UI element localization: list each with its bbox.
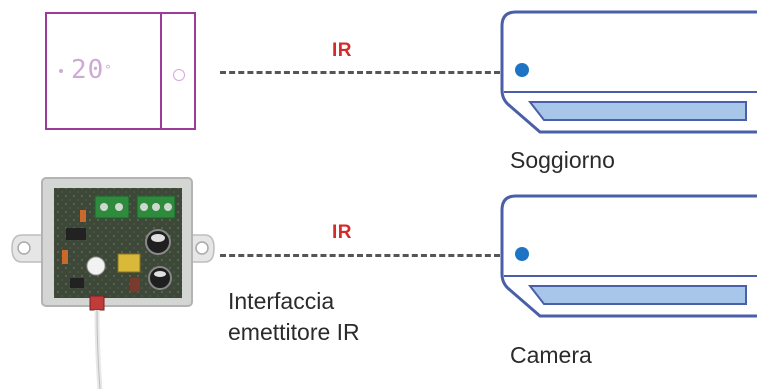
- ir-label-top: IR: [332, 40, 352, 61]
- air-conditioner-icon-soggiorno: [500, 10, 757, 134]
- module-label: Interfaccia emettitore IR: [228, 286, 360, 348]
- module-label-line2: emettitore IR: [228, 319, 360, 346]
- ir-dashed-link-top: [220, 71, 500, 74]
- ir-emitter-module-icon: [11, 177, 215, 389]
- ir-dashed-link-bottom: [220, 254, 500, 257]
- temperature-readout: 20: [71, 55, 105, 85]
- thermostat-divider: [160, 14, 162, 128]
- degree-symbol: °: [104, 63, 113, 77]
- thermostat-indicator-dot: [59, 69, 63, 73]
- unit-label-soggiorno: Soggiorno: [510, 147, 615, 173]
- air-conditioner-icon-camera: [500, 194, 757, 318]
- thermostat-button-icon: [173, 69, 185, 81]
- thermostat-display: 20°: [53, 50, 153, 90]
- unit-label-camera: Camera: [510, 342, 592, 368]
- ir-label-bottom: IR: [332, 222, 352, 243]
- thermostat: 20°: [45, 12, 196, 130]
- module-label-line1: Interfaccia: [228, 288, 335, 314]
